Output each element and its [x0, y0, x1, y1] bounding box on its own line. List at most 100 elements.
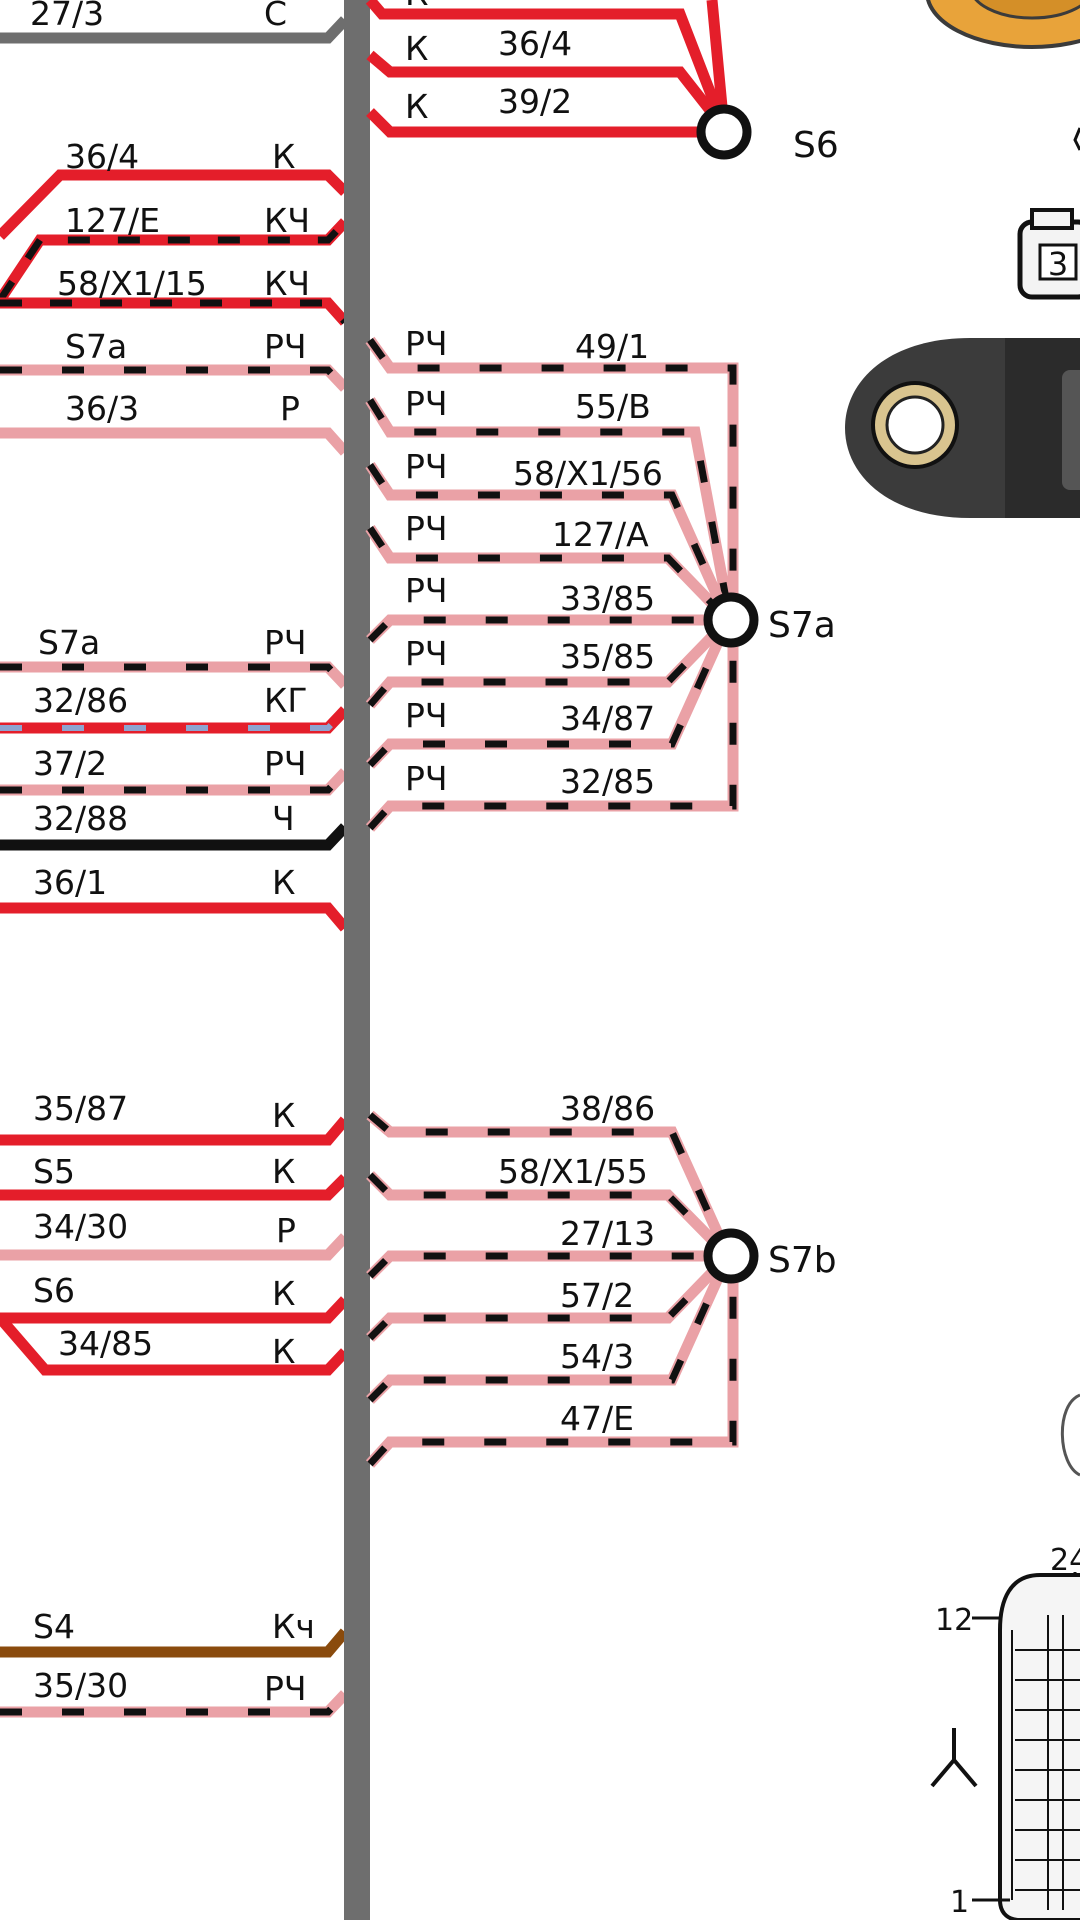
- large-connector-pin-left: 12: [935, 1603, 973, 1638]
- s7a-label-34-87: 34/87: [560, 699, 655, 738]
- wire-S4-left: [0, 1628, 350, 1658]
- wire-s7a-58-X1-56-dash: [367, 463, 732, 622]
- left-label-S7a-upper: S7a: [65, 327, 127, 366]
- wire-27-3: [0, 16, 349, 44]
- s6-label-39-2: 39/2: [498, 82, 572, 121]
- left-label-36-4: 36/4: [65, 137, 139, 176]
- s7b-label-58-X1-55: 58/X1/55: [498, 1152, 648, 1191]
- left-code-S4: Кч: [272, 1607, 315, 1646]
- left-label-58-X1-15: 58/X1/15: [57, 264, 207, 303]
- wire-36-4-left: [0, 169, 349, 240]
- splice-s7a-label: S7a: [768, 605, 836, 646]
- wire-S6-left: [0, 1296, 349, 1324]
- left-label-S7a-lower: S7a: [38, 623, 100, 662]
- large-connector-pin-top: 24: [1050, 1543, 1080, 1578]
- s7a-code-34-87: РЧ: [405, 696, 448, 735]
- left-label-35-87: 35/87: [33, 1089, 128, 1128]
- splice-s7a-node: [703, 592, 759, 648]
- splice-s7b-node: [703, 1228, 759, 1284]
- wire-S7a-upper-left: [0, 364, 349, 392]
- left-label-27-3: 27/3: [30, 0, 104, 33]
- wire-s7a-49-1-dash: [367, 337, 737, 620]
- splice-s7b-group: [365, 1110, 759, 1468]
- left-label-32-86: 32/86: [33, 681, 128, 720]
- left-label-S6: S6: [33, 1271, 75, 1310]
- wire-s7a-127-A-dash: [367, 526, 731, 623]
- s7a-labels: РЧ 49/1 РЧ 55/В РЧ 58/X1/56 РЧ 127/А РЧ …: [405, 324, 836, 801]
- s7a-code-49-1: РЧ: [405, 324, 448, 363]
- wire-s7a-34-87-dash: [367, 618, 732, 768]
- wire-36-3-left: [0, 427, 350, 456]
- left-label-32-88: 32/88: [33, 799, 128, 838]
- splice-s7a-group: [365, 336, 759, 832]
- wire-35-30-left-dash: [0, 1691, 348, 1716]
- small-connector-icon: 3: [1017, 127, 1080, 300]
- left-code-36-1: К: [272, 863, 295, 902]
- s6-label-36-4: 36/4: [498, 24, 572, 63]
- left-label-36-3: 36/3: [65, 389, 139, 428]
- splice-s7b-label: S7b: [768, 1240, 837, 1281]
- wire-S5-left: [0, 1174, 349, 1201]
- large-connector-icon: 24 12 1: [935, 1543, 1080, 1920]
- left-wire-group: [0, 16, 350, 1718]
- left-label-S5: S5: [33, 1152, 75, 1191]
- wire-s7a-32-85-dash: [367, 620, 737, 831]
- left-label-36-1: 36/1: [33, 863, 107, 902]
- wire-35-87-left: [0, 1116, 350, 1146]
- s7a-code-35-85: РЧ: [405, 634, 448, 673]
- left-label-35-30: 35/30: [33, 1666, 128, 1705]
- splice-s6-group: [365, 0, 752, 160]
- left-label-S4: S4: [33, 1607, 75, 1646]
- left-code-S6: К: [272, 1274, 295, 1313]
- left-code-58-X1-15: КЧ: [264, 264, 310, 303]
- wire-s6-39-2: [366, 108, 724, 138]
- left-code-S7a-upper: РЧ: [264, 327, 307, 366]
- ground-symbol-icon: [930, 1728, 978, 1788]
- s7a-label-32-85: 32/85: [560, 762, 655, 801]
- wire-s7b-57-2-dash: [367, 1253, 731, 1341]
- wire-s7a-33-85-dash: [367, 616, 728, 643]
- wire-s7a-35-85-dash: [367, 617, 731, 708]
- s7a-label-127-A: 127/А: [552, 515, 649, 554]
- s7a-label-33-85: 33/85: [560, 579, 655, 618]
- wire-32-88-left: [0, 823, 349, 851]
- wire-s7b-27-13-dash: [367, 1252, 728, 1279]
- left-label-127-E: 127/Е: [65, 201, 160, 240]
- left-code-36-3: Р: [280, 389, 300, 428]
- left-code-27-3: С: [264, 0, 287, 33]
- wire-127-E-left-dash: [0, 219, 348, 302]
- left-code-34-85: К: [272, 1332, 295, 1371]
- s7a-label-35-85: 35/85: [560, 637, 655, 676]
- wire-32-86-left-dash: [0, 707, 348, 731]
- s7b-label-54-3: 54/3: [560, 1337, 634, 1376]
- large-connector-pin-bottom: 1: [950, 1885, 969, 1920]
- s7b-labels: 38/86 58/X1/55 27/13 57/2 54/3 47/Е S7b: [498, 1089, 837, 1438]
- left-code-32-86: КГ: [264, 681, 308, 720]
- s7a-code-58-X1-56: РЧ: [405, 447, 448, 486]
- s6-code-39-2: К: [405, 87, 428, 126]
- left-code-35-87: К: [272, 1096, 295, 1135]
- wire-s7b-58-X1-55-dash: [367, 1172, 731, 1259]
- round-partial-icon: [1060, 1393, 1080, 1477]
- left-code-S5: К: [272, 1152, 295, 1191]
- left-code-35-30: РЧ: [264, 1669, 307, 1708]
- s7a-label-58-X1-56: 58/X1/56: [513, 454, 663, 493]
- left-code-127-E: КЧ: [264, 201, 310, 240]
- wire-37-2-left-dash: [0, 769, 348, 794]
- s6-labels: К К 36/4 К 39/2 S6: [405, 0, 839, 166]
- wire-s7b-47-E-dash: [367, 1256, 737, 1467]
- s6-code-36-4: К: [405, 29, 428, 68]
- left-code-32-88: Ч: [272, 799, 295, 838]
- wire-34-30-left: [0, 1233, 349, 1261]
- wire-34-85-left: [0, 1314, 349, 1376]
- left-labels: 27/3 С 36/4 К 127/Е КЧ 58/X1/15 КЧ S7a Р…: [30, 0, 315, 1708]
- orange-component-icon: [926, 0, 1080, 49]
- wire-S7a-upper-left-dash: [0, 366, 348, 391]
- s7a-code-127-A: РЧ: [405, 509, 448, 548]
- s7b-label-27-13: 27/13: [560, 1214, 655, 1253]
- harness-trunk: [344, 0, 370, 1920]
- small-connector-pin-label: 3: [1048, 245, 1068, 283]
- s7a-label-49-1: 49/1: [575, 327, 649, 366]
- s7a-code-33-85: РЧ: [405, 571, 448, 610]
